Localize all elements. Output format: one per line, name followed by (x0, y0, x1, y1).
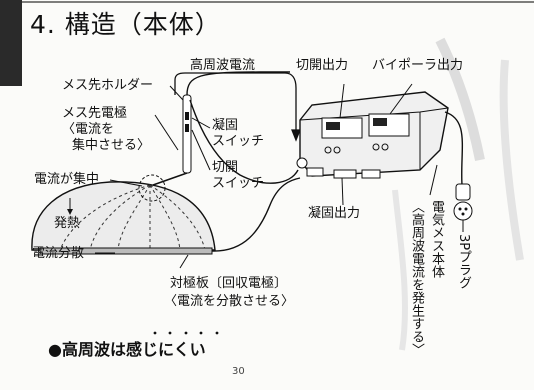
label-main-body-note: 〈高周波電流を発生する〉 (409, 200, 424, 356)
patient-body (31, 174, 216, 255)
label-current-spread: 電流分散 (32, 246, 85, 261)
label-return-plate: 対極板〔回収電極〕 (170, 276, 288, 291)
label-coag-output: 凝固出力 (308, 206, 361, 221)
label-3p-plug: 3Pプラグ (456, 234, 471, 290)
label-return-plate-note: 〈電流を分散させる〉 (164, 294, 295, 309)
label-cut-switch-1: 切開 (212, 160, 239, 175)
bottom-caption: ●高周波は感じにくい (48, 340, 206, 359)
scan-edge-dark (0, 0, 22, 86)
label-heat: 発熱 (54, 216, 81, 231)
label-tip-electrode-note2: 集中させる〉 (72, 138, 151, 153)
label-tip-holder: メス先ホルダー (62, 78, 154, 93)
page-title: 4. 構造（本体） (30, 10, 221, 39)
label-coag-switch-1: 凝固 (212, 118, 239, 133)
label-cut-switch-2: スイッチ (212, 176, 265, 191)
label-cut-output: 切開出力 (296, 58, 349, 73)
label-current-focus: 電流が集中 (34, 172, 100, 187)
label-coag-switch-2: スイッチ (212, 134, 265, 149)
label-bipolar-output: バイポーラ出力 (372, 58, 464, 73)
current-arrow (174, 72, 301, 142)
electrosurgical-unit (296, 91, 449, 179)
label-main-body: 電気メス本体 (429, 200, 444, 278)
label-tip-electrode: メス先電極 (62, 106, 128, 121)
power-cord (444, 111, 473, 221)
label-tip-electrode-note1: 〈電流を (62, 122, 115, 137)
label-hf-current: 高周波電流 (190, 58, 256, 73)
page-number: 30 (232, 366, 245, 377)
scalpel-handpiece (152, 71, 299, 186)
